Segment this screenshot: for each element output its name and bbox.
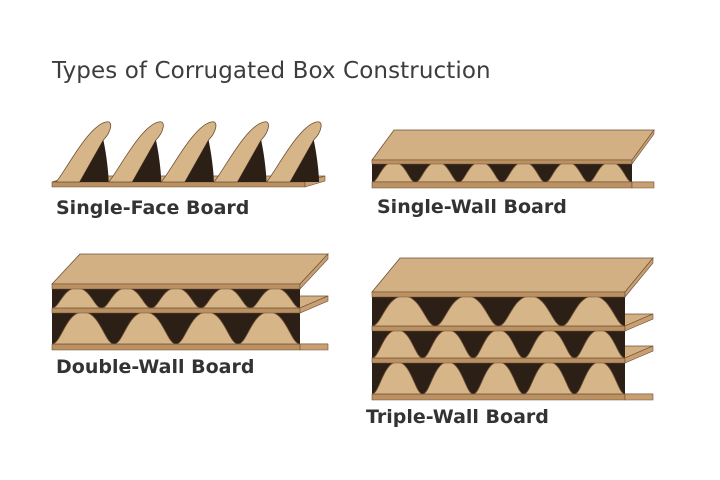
tw-lower-middle-liner-edge bbox=[371, 357, 626, 364]
tw-top-liner-face bbox=[371, 257, 654, 293]
dw-top-liner-side bbox=[299, 253, 329, 290]
sf-flute-shadow-2 bbox=[132, 140, 162, 182]
dw-bottom-liner-side bbox=[299, 343, 329, 351]
single-face-board-label: Single-Face Board bbox=[56, 197, 250, 219]
sw-top-liner-side bbox=[631, 129, 655, 165]
tw-bottom-liner-edge bbox=[371, 393, 626, 401]
double-wall-board-label: Double-Wall Board bbox=[56, 356, 255, 378]
tw-upper-middle-liner-side bbox=[624, 313, 654, 332]
tw-flute-upper-wave bbox=[371, 295, 626, 327]
sf-flute-shadow-5 bbox=[290, 140, 319, 182]
tw-bottom-liner-side bbox=[624, 393, 654, 401]
sf-flute-shadow-1 bbox=[79, 140, 109, 182]
dw-flute-lower-wave bbox=[51, 311, 301, 345]
sf-flute-3 bbox=[160, 121, 217, 183]
diagram-title: Types of Corrugated Box Construction bbox=[52, 58, 491, 84]
sf-flute-shadow-3 bbox=[184, 140, 214, 182]
triple-wall-board-label: Triple-Wall Board bbox=[366, 406, 549, 428]
tw-lower-middle-liner-side bbox=[624, 345, 654, 364]
tw-top-liner-edge bbox=[371, 291, 626, 298]
sf-flute-5 bbox=[265, 121, 322, 183]
sw-bottom-liner-side bbox=[631, 181, 655, 189]
dw-middle-liner-side bbox=[299, 295, 329, 314]
tw-top-liner-side bbox=[624, 257, 654, 298]
sf-flute-1 bbox=[55, 121, 112, 183]
tw-upper-middle-liner-edge bbox=[371, 325, 626, 332]
sf-flute-shadow-4 bbox=[237, 140, 267, 182]
sf-flute-2 bbox=[107, 121, 164, 183]
single-wall-board-label: Single-Wall Board bbox=[377, 196, 567, 218]
sf-flute-4 bbox=[212, 121, 269, 183]
